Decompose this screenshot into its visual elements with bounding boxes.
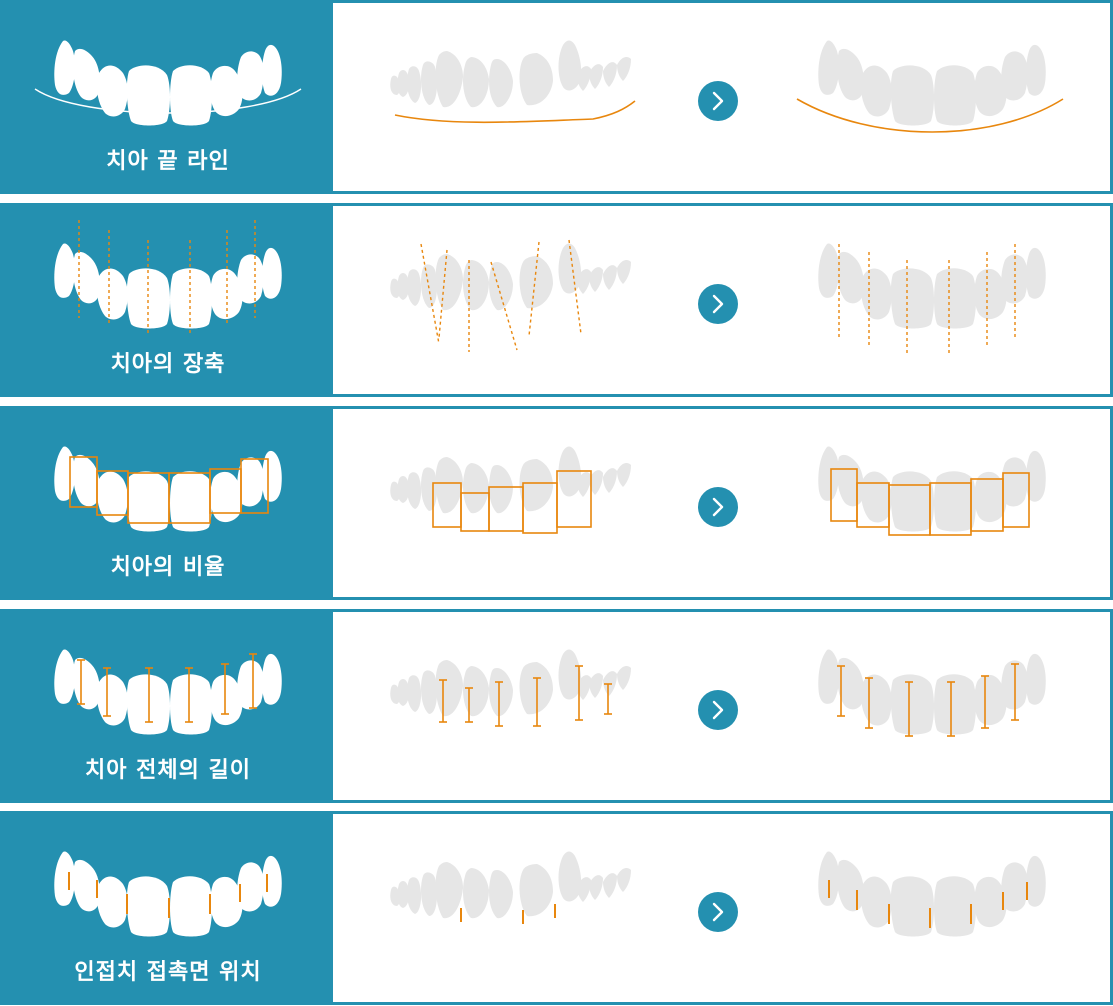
row-tooth-ratio: 치아의 비율 [0,406,1113,600]
comparison-area [333,206,1110,394]
chevron-right-icon [712,700,724,720]
label-panel: 치아의 장축 [3,206,333,394]
before-contact-marks [460,904,556,924]
after-teeth [818,649,1046,735]
arrow-button [698,690,738,730]
ideal-teeth-illustration [54,649,282,735]
before-teeth [390,40,631,108]
row-incisal-line: 치아 끝 라인 [0,0,1113,194]
label-panel: 인접치 접촉면 위치 [3,814,333,1002]
row-label: 치아 전체의 길이 [85,758,251,783]
after-teeth [818,446,1046,532]
after-teeth [818,243,1046,329]
arrow-button [698,892,738,932]
chevron-right-icon [712,294,724,314]
length-bars [77,653,257,723]
comparison-area [333,814,1110,1002]
before-axis-lines [420,239,582,352]
before-teeth [390,851,631,919]
before-after-illustration [390,40,1064,133]
before-ratio-boxes [432,470,592,534]
after-teeth [818,851,1046,937]
label-panel: 치아의 비율 [3,409,333,597]
label-panel: 치아 끝 라인 [3,3,333,191]
row-tooth-length: 치아 전체의 길이 [0,609,1113,803]
comparison-area [333,612,1110,800]
before-teeth [390,649,631,717]
comparison-area [333,3,1110,191]
ideal-teeth-illustration [54,851,282,937]
ideal-teeth-illustration [54,446,282,532]
row-label: 치아의 장축 [110,352,226,377]
before-guide-line [394,100,636,124]
row-label: 치아의 비율 [110,555,226,580]
before-after-illustration [390,239,1046,356]
before-after-illustration [390,851,1046,937]
ratio-boxes [69,456,269,524]
after-axis-lines [838,244,1016,356]
comparison-area [333,409,1110,597]
ideal-teeth-illustration [54,220,282,334]
before-teeth [390,446,631,514]
arrow-button [698,284,738,324]
before-length-bars [439,665,612,727]
chevron-right-icon [712,91,724,111]
after-contact-marks [828,880,1028,928]
chevron-right-icon [712,497,724,517]
after-length-bars [837,663,1019,737]
ideal-teeth-illustration [34,40,302,126]
row-label: 인접치 접촉면 위치 [74,960,262,985]
before-after-illustration [390,446,1046,536]
axis-lines [78,220,256,334]
after-guide-line [796,98,1064,133]
arrow-button [698,81,738,121]
row-contact-points: 인접치 접촉면 위치 [0,811,1113,1005]
smile-curve-line [34,88,302,114]
row-label: 치아 끝 라인 [106,149,230,174]
contact-marks [68,872,268,918]
row-long-axis: 치아의 장축 [0,203,1113,397]
arrow-button [698,487,738,527]
label-panel: 치아 전체의 길이 [3,612,333,800]
before-after-illustration [390,649,1046,737]
before-teeth [390,243,631,311]
after-teeth [818,40,1046,126]
after-ratio-boxes [830,468,1030,536]
chevron-right-icon [712,902,724,922]
